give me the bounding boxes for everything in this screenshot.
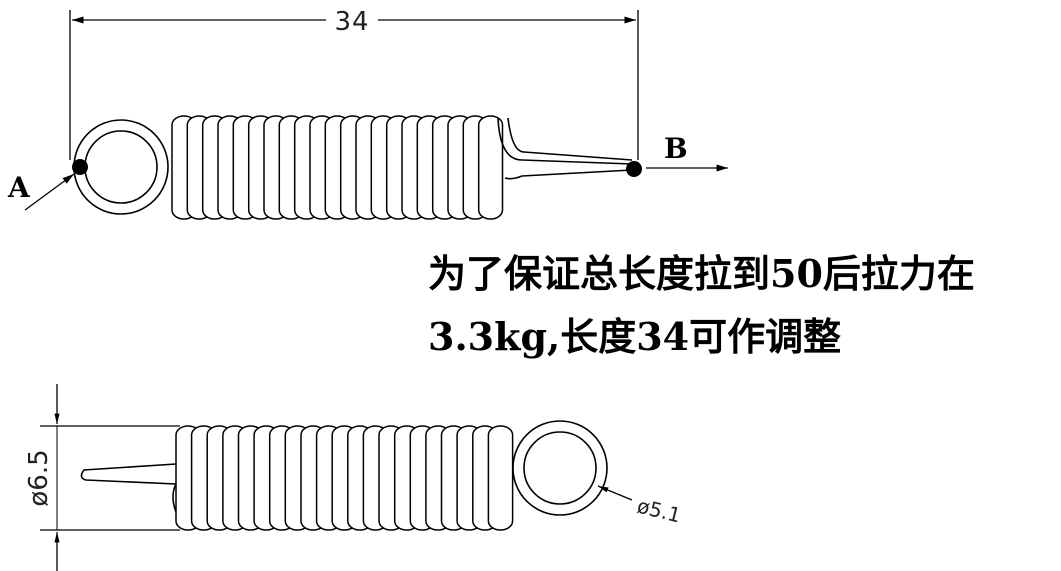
point-b-marker	[626, 161, 642, 177]
coil-diameter-value: ø6.5	[24, 449, 54, 506]
point-b-label: B	[664, 132, 688, 165]
bottom-straight-hook	[80, 463, 177, 513]
point-a-marker	[72, 159, 88, 175]
bottom-hook-loop	[512, 420, 608, 516]
note-line-1: 为了保证总长度拉到50后拉力在	[428, 251, 975, 296]
top-spring-view: 34 A B	[7, 7, 728, 220]
bottom-spring-view: ø6.5 ø5.1	[24, 384, 683, 571]
top-hook-loop	[73, 119, 169, 215]
length-dimension-value: 34	[334, 7, 369, 37]
top-coil-body	[171, 115, 504, 220]
hook-diameter-leader	[597, 485, 633, 501]
hook-diameter-value: ø5.1	[635, 494, 684, 528]
coil-diameter-dimension: ø6.5	[24, 384, 180, 571]
bottom-coil-body	[175, 425, 514, 531]
top-straight-hook	[497, 117, 633, 180]
point-a-label: A	[7, 171, 31, 204]
point-a-arrow	[24, 173, 75, 211]
note-line-2: 3.3kg,长度34可作调整	[428, 314, 842, 359]
coil-turn	[487, 425, 514, 531]
coil-turn	[477, 115, 504, 220]
length-dimension: 34	[69, 7, 639, 160]
